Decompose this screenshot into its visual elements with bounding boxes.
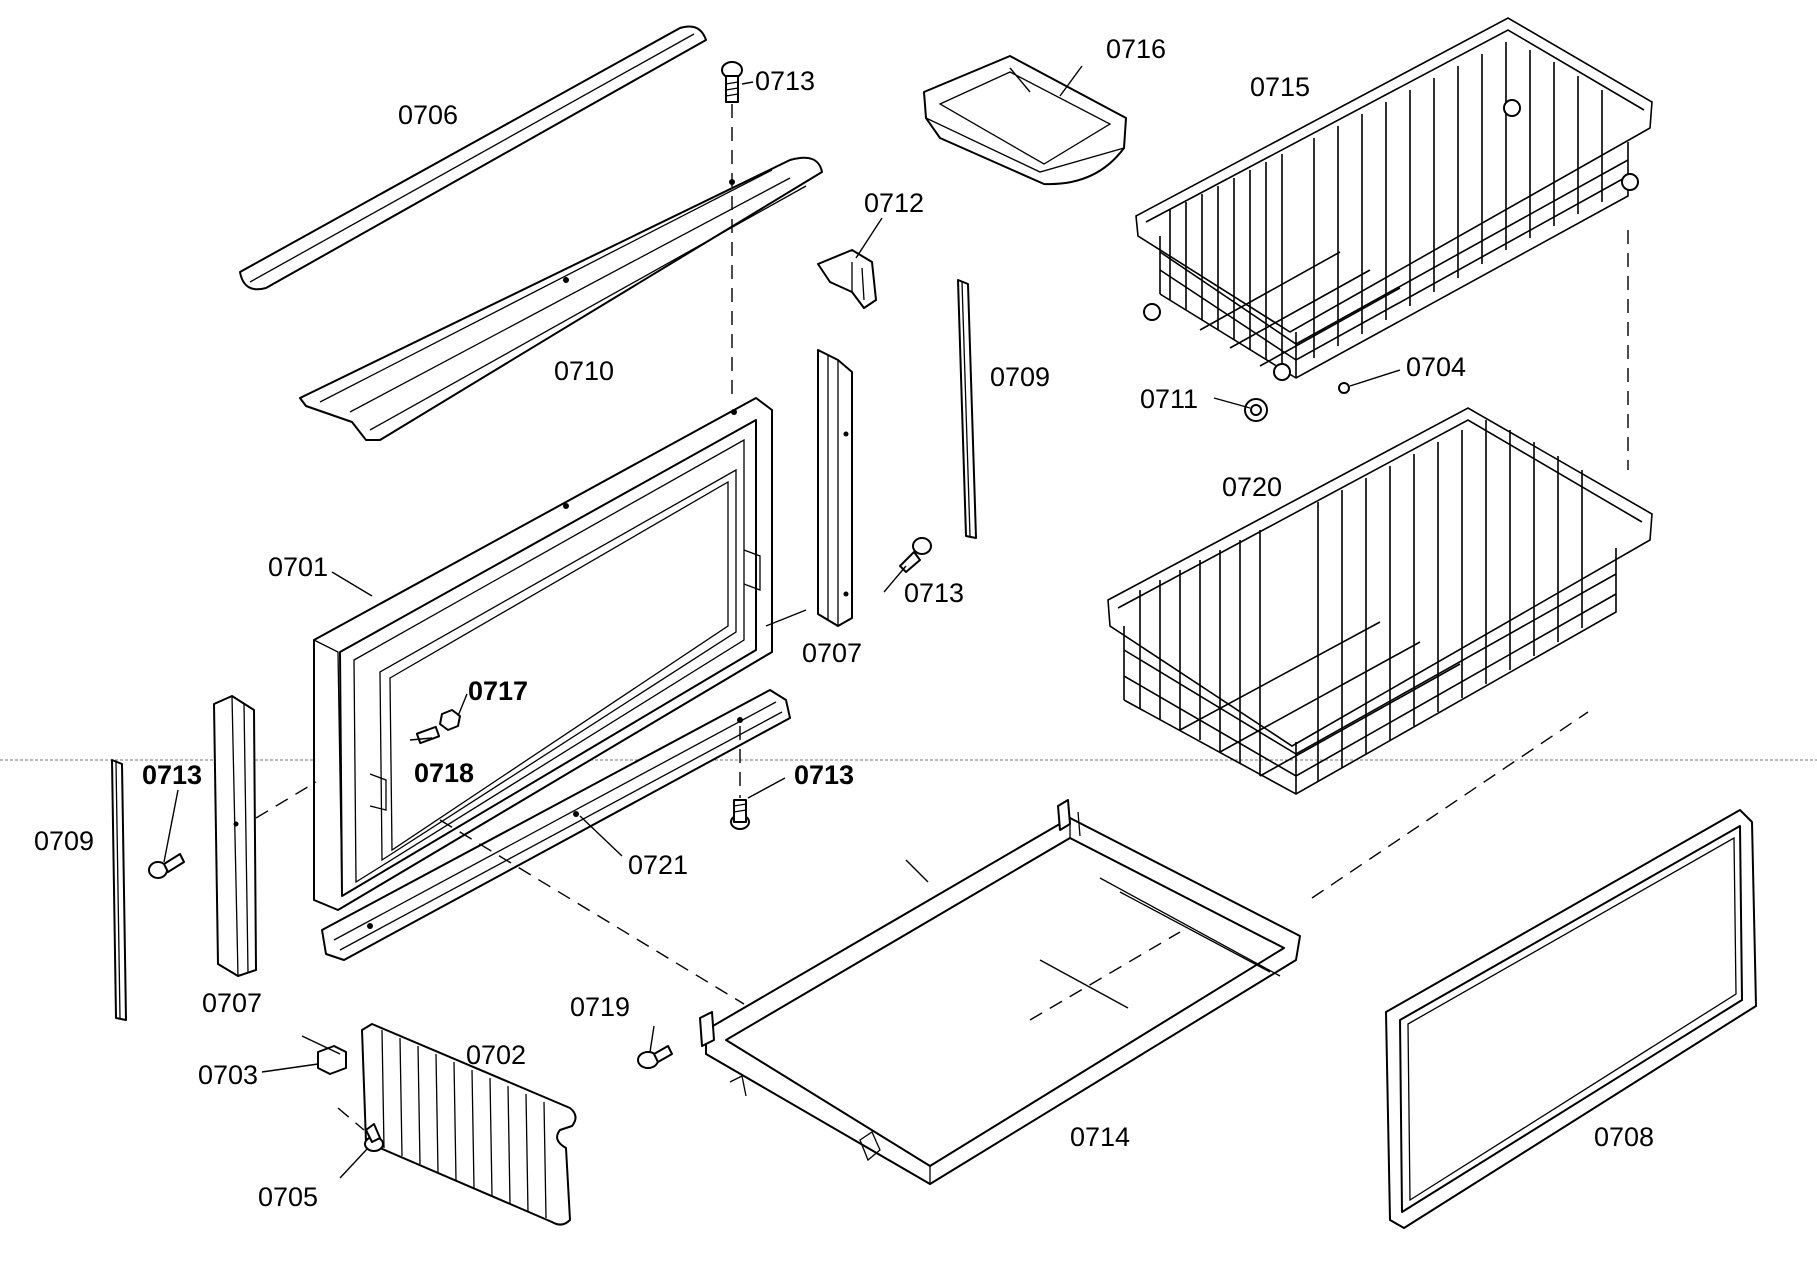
- label-0713-bottom: 0713: [794, 760, 854, 790]
- mount-hole: [233, 821, 239, 827]
- label-0712: 0712: [864, 188, 924, 218]
- label-0713-top: 0713: [755, 66, 815, 96]
- label-0707-right: 0707: [802, 638, 862, 668]
- basket-roller: [1621, 173, 1639, 191]
- label-0711: 0711: [1140, 384, 1198, 414]
- label-0714: 0714: [1070, 1122, 1130, 1152]
- part-0708-gasket: [1385, 809, 1757, 1229]
- part-0717-nut: [439, 709, 461, 731]
- label-0709-left: 0709: [34, 826, 94, 856]
- label-0716: 0716: [1106, 34, 1166, 64]
- mount-hole: [843, 431, 849, 437]
- assembly-line: [1311, 711, 1589, 899]
- part-0713-screw-left: [148, 853, 185, 879]
- part-0721-bottom-channel: [321, 689, 791, 961]
- label-0704: 0704: [1406, 352, 1466, 382]
- mount-hole: [843, 591, 849, 597]
- part-labels: 0701 0702 0703 0704 0705 0706 0707 0707 …: [34, 34, 1654, 1212]
- mount-hole: [563, 503, 569, 509]
- assembly-line: [337, 1107, 365, 1131]
- part-0713-screw-top: [721, 61, 743, 103]
- part-0704-washer: [1338, 382, 1350, 394]
- basket-roller: [1273, 363, 1291, 381]
- assembly-line: [255, 781, 317, 819]
- part-0716-tray: [923, 55, 1127, 186]
- part-0709-strip-right: [957, 279, 977, 539]
- part-0707-rail-right: [817, 349, 853, 627]
- part-0701-door-frame: [313, 397, 773, 911]
- mount-hole: [563, 277, 569, 283]
- part-0702-kickplate: [361, 1023, 577, 1226]
- label-0713-right: 0713: [904, 578, 964, 608]
- label-0715: 0715: [1250, 72, 1310, 102]
- part-0705-screw: [364, 1123, 384, 1152]
- part-0719-screw: [637, 1045, 673, 1069]
- label-0701: 0701: [268, 552, 328, 582]
- part-0709-strip-left: [111, 759, 127, 1021]
- label-0718: 0718: [414, 758, 474, 788]
- part-0711-roller: [1244, 398, 1268, 422]
- label-0721: 0721: [628, 850, 688, 880]
- assembly-line: [1029, 931, 1181, 1021]
- label-0708: 0708: [1594, 1122, 1654, 1152]
- part-0712-clip: [817, 249, 877, 309]
- label-0720: 0720: [1222, 472, 1282, 502]
- label-0706: 0706: [398, 100, 458, 130]
- label-0717: 0717: [468, 676, 528, 706]
- part-0713-screw-bottom: [730, 799, 750, 830]
- leader-lines: [163, 65, 1401, 1179]
- label-0713-left: 0713: [142, 760, 202, 790]
- basket-roller: [1503, 99, 1521, 117]
- part-0706-trim-strip: [239, 25, 707, 291]
- part-0707-rail-left: [213, 695, 257, 977]
- label-0719: 0719: [570, 992, 630, 1022]
- label-0703: 0703: [198, 1060, 258, 1090]
- mount-hole: [573, 811, 579, 817]
- part-0710-top-channel: [299, 156, 823, 441]
- basket-roller: [1143, 303, 1161, 321]
- label-0710: 0710: [554, 356, 614, 386]
- assembly-line: [439, 819, 745, 1005]
- part-0714-drawer-frame: [699, 799, 1301, 1186]
- part-0720-lower-basket: [1107, 407, 1653, 795]
- mount-hole: [731, 409, 737, 415]
- mount-hole: [737, 717, 743, 723]
- label-0705: 0705: [258, 1182, 318, 1212]
- label-0709-right: 0709: [990, 362, 1050, 392]
- label-0707-left: 0707: [202, 988, 262, 1018]
- label-0702: 0702: [466, 1040, 526, 1070]
- mount-hole: [367, 923, 373, 929]
- part-0715-upper-basket: [1135, 17, 1653, 381]
